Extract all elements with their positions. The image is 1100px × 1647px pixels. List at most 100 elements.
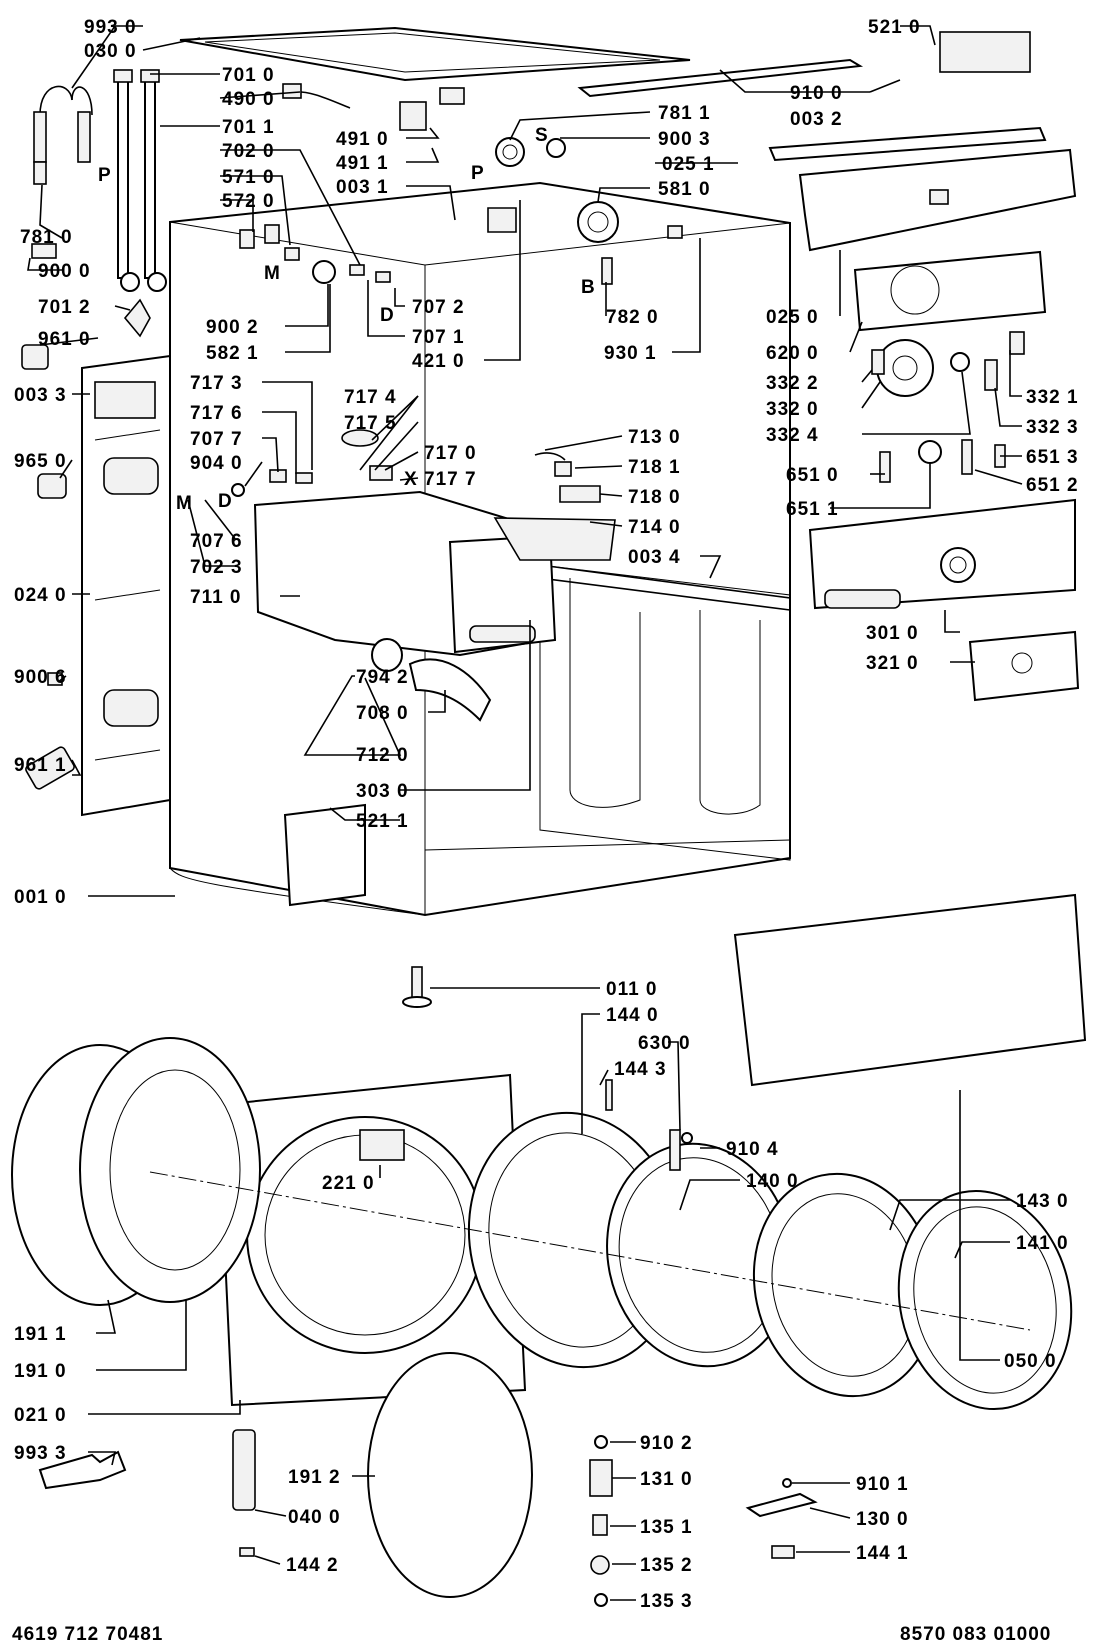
part-label: 332 4 xyxy=(766,425,819,446)
inlet-hoses xyxy=(113,69,167,292)
part-label: 024 0 xyxy=(14,585,67,606)
part-label: 571 0 xyxy=(222,167,275,188)
part-label: 910 4 xyxy=(726,1139,779,1160)
part-label: 910 2 xyxy=(640,1433,693,1454)
part-label: 144 0 xyxy=(606,1005,659,1026)
footer-code-left: 4619 712 70481 xyxy=(12,1624,163,1645)
part-label: 794 2 xyxy=(356,667,409,688)
part-label: 630 0 xyxy=(638,1033,691,1054)
part-label: 332 1 xyxy=(1026,387,1079,408)
center-axis xyxy=(149,1171,1031,1331)
part-label: 900 6 xyxy=(14,667,67,688)
part-label: 965 0 xyxy=(14,451,67,472)
part-label: 143 0 xyxy=(1016,1191,1069,1212)
part-label: 900 0 xyxy=(38,261,91,282)
foot xyxy=(402,966,432,1008)
part-label: 910 1 xyxy=(856,1474,909,1495)
part-label: B xyxy=(581,277,596,298)
part-label: 030 0 xyxy=(84,41,137,62)
part-label: M xyxy=(264,263,281,284)
part-label: 025 1 xyxy=(662,154,715,175)
part-label: 717 6 xyxy=(190,403,243,424)
control-panel xyxy=(808,498,1080,702)
part-label: 003 1 xyxy=(336,177,389,198)
part-label: 717 3 xyxy=(190,373,243,394)
module-521-1 xyxy=(283,803,366,907)
part-label: 651 1 xyxy=(786,499,839,520)
part-label: 191 0 xyxy=(14,1361,67,1382)
leader-lines xyxy=(27,25,1023,1601)
part-label: 144 3 xyxy=(614,1059,667,1080)
back-panel xyxy=(81,354,171,817)
part-label: 131 0 xyxy=(640,1469,693,1490)
hardware-bottom xyxy=(38,1079,818,1607)
part-label: 421 0 xyxy=(412,351,465,372)
part-label: 140 0 xyxy=(746,1171,799,1192)
part-label: P xyxy=(471,163,485,184)
part-label: 651 3 xyxy=(1026,447,1079,468)
control-electronics xyxy=(768,31,1077,483)
part-label: 714 0 xyxy=(628,517,681,538)
part-label: 521 0 xyxy=(868,17,921,38)
part-label: 144 1 xyxy=(856,1543,909,1564)
part-label: 713 0 xyxy=(628,427,681,448)
part-label: 620 0 xyxy=(766,343,819,364)
part-label: 040 0 xyxy=(288,1507,341,1528)
part-label: 191 2 xyxy=(288,1467,341,1488)
part-label: 993 3 xyxy=(14,1443,67,1464)
part-label: 717 7 xyxy=(424,469,477,490)
tub-rear xyxy=(11,1037,261,1306)
detergent-dispenser xyxy=(231,429,616,722)
clip-965-0 xyxy=(37,473,67,499)
parts-drawing xyxy=(11,26,1087,1607)
part-label: 702 3 xyxy=(190,557,243,578)
part-label: 781 1 xyxy=(658,103,711,124)
part-label: D xyxy=(218,491,233,512)
part-label: 782 0 xyxy=(606,307,659,328)
part-label: 718 0 xyxy=(628,487,681,508)
part-label: 781 0 xyxy=(20,227,73,248)
part-label: 701 1 xyxy=(222,117,275,138)
part-labels: 993 0 030 0 701 0 490 0 701 1 702 0 571 … xyxy=(14,17,1079,1612)
door-glass-191-2 xyxy=(367,1352,533,1598)
part-label: 521 1 xyxy=(356,811,409,832)
part-label: 712 0 xyxy=(356,745,409,766)
part-label: 930 1 xyxy=(604,343,657,364)
part-label: S xyxy=(535,125,549,146)
part-label: 332 2 xyxy=(766,373,819,394)
clip-900-0 xyxy=(31,243,57,259)
part-label: D xyxy=(380,305,395,326)
part-label: 711 0 xyxy=(190,587,242,608)
part-label: 572 0 xyxy=(222,191,275,212)
part-label: 708 0 xyxy=(356,703,409,724)
part-label: 581 0 xyxy=(658,179,711,200)
part-label: 321 0 xyxy=(866,653,919,674)
top-cover xyxy=(179,26,691,82)
part-label: 651 2 xyxy=(1026,475,1079,496)
part-label: 702 0 xyxy=(222,141,275,162)
valve-961-1 xyxy=(25,746,75,790)
part-label: 707 2 xyxy=(412,297,465,318)
part-label: 130 0 xyxy=(856,1509,909,1530)
part-label: 332 3 xyxy=(1026,417,1079,438)
part-label: 332 0 xyxy=(766,399,819,420)
part-label: 303 0 xyxy=(356,781,409,802)
part-label: 025 0 xyxy=(766,307,819,328)
part-label: 001 0 xyxy=(14,887,67,908)
part-label: 582 1 xyxy=(206,343,259,364)
plinth-panel xyxy=(733,893,1087,1087)
footer-code-right: 8570 083 01000 xyxy=(900,1624,1051,1645)
connector-701-2 xyxy=(123,298,151,338)
part-label: 301 0 xyxy=(866,623,919,644)
part-label: 491 1 xyxy=(336,153,389,174)
part-label: 718 1 xyxy=(628,457,681,478)
hose-bracket xyxy=(33,85,93,185)
part-label: 490 0 xyxy=(222,89,275,110)
part-label: P xyxy=(98,165,112,186)
part-label: 003 4 xyxy=(628,547,681,568)
part-label: 021 0 xyxy=(14,1405,67,1426)
part-label: 135 3 xyxy=(640,1591,693,1612)
part-label: 707 1 xyxy=(412,327,465,348)
